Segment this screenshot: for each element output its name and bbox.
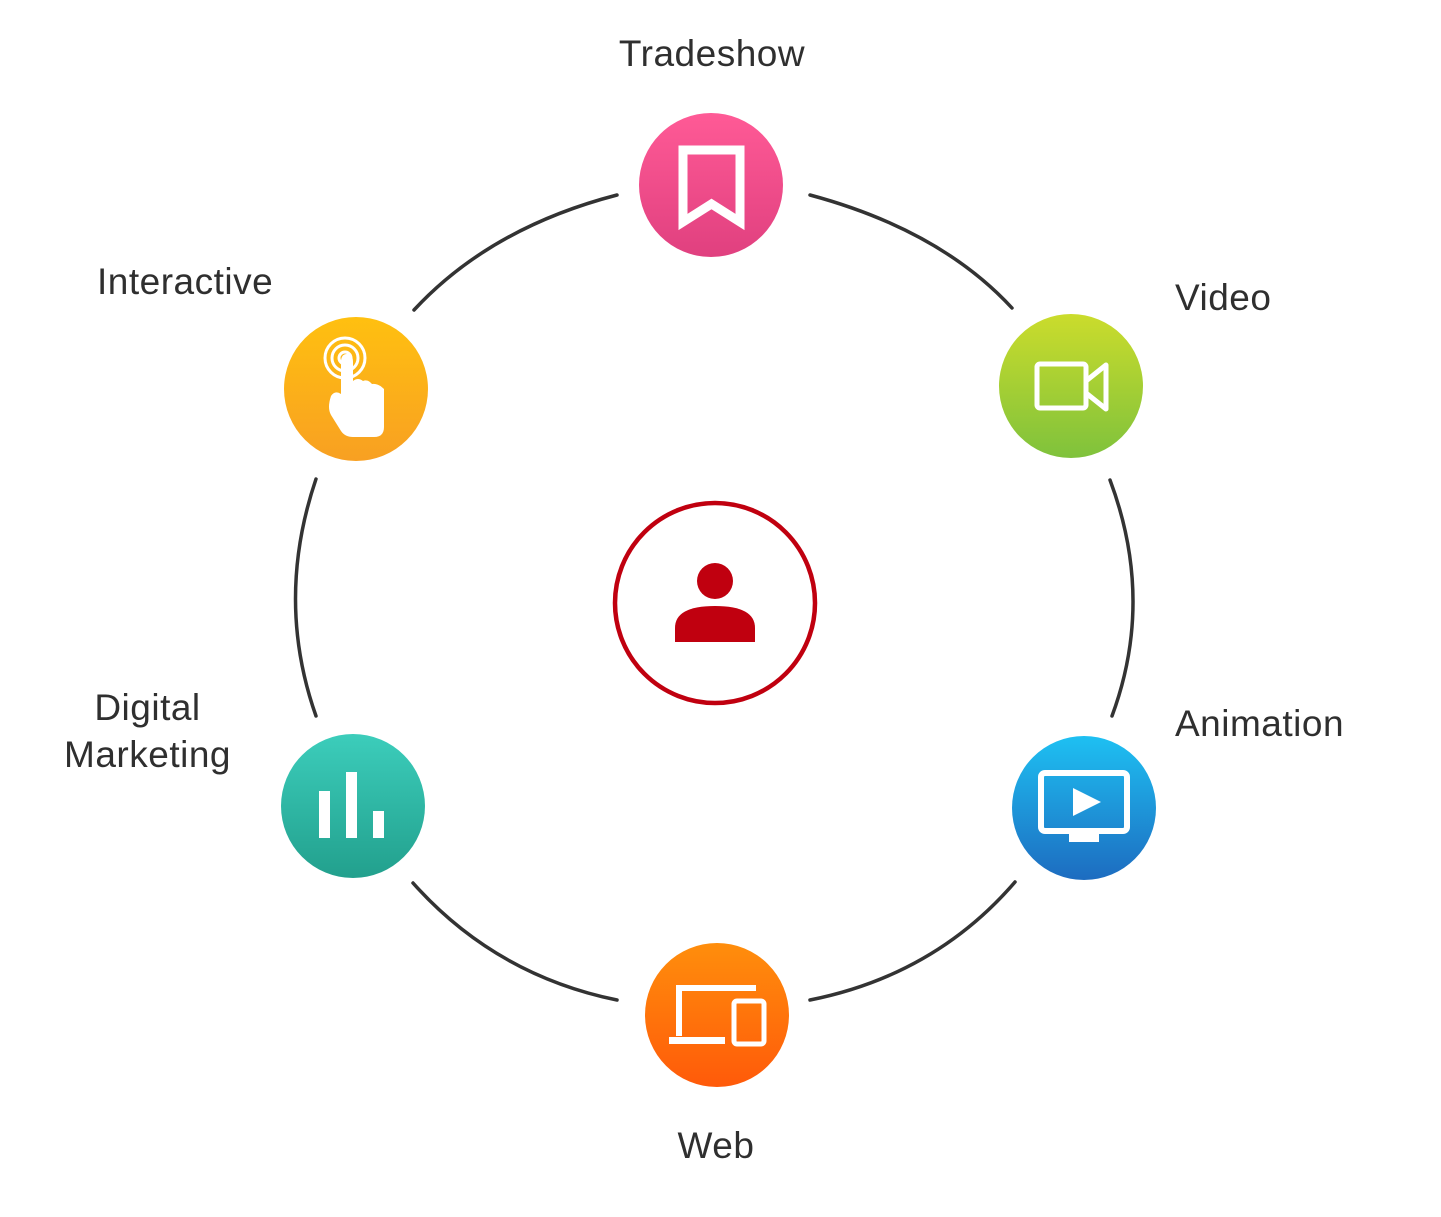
monitor-play-icon [1038, 770, 1130, 842]
node-interactive[interactable] [284, 317, 428, 461]
node-digital-marketing[interactable] [281, 734, 425, 878]
laptop-tablet-icon [669, 985, 767, 1047]
center-ring [612, 500, 818, 706]
ring-arc-tradeshow-video [808, 193, 1014, 310]
label-tradeshow: Tradeshow [618, 33, 806, 74]
ring [293, 193, 1135, 1002]
node-animation[interactable] [1012, 736, 1156, 880]
ring-arc-digital-interactive [293, 477, 318, 718]
user-icon [675, 563, 755, 642]
label-video: Video [1175, 277, 1272, 318]
touch-hand-icon [323, 336, 384, 437]
label-digital-marketing: Digital Marketing [64, 687, 231, 775]
node-circle-web [645, 943, 789, 1087]
node-video[interactable] [999, 314, 1143, 458]
node-circle-video [999, 314, 1143, 458]
center-user-node [612, 500, 818, 706]
label-web: Web [677, 1125, 755, 1166]
bookmark-icon [678, 145, 745, 231]
ring-arc-web-digital [411, 881, 619, 1002]
label-animation: Animation [1175, 703, 1345, 744]
bar-chart-icon [319, 772, 384, 838]
node-tradeshow[interactable] [639, 113, 783, 257]
video-camera-icon [1034, 361, 1109, 412]
label-interactive: Interactive [97, 261, 274, 302]
node-circle-tradeshow [639, 113, 783, 257]
ring-arc-interactive-tradeshow [412, 193, 619, 312]
ring-arc-video-animation [1108, 478, 1135, 718]
ring-arc-animation-web [808, 880, 1017, 1002]
node-web[interactable] [645, 943, 789, 1087]
